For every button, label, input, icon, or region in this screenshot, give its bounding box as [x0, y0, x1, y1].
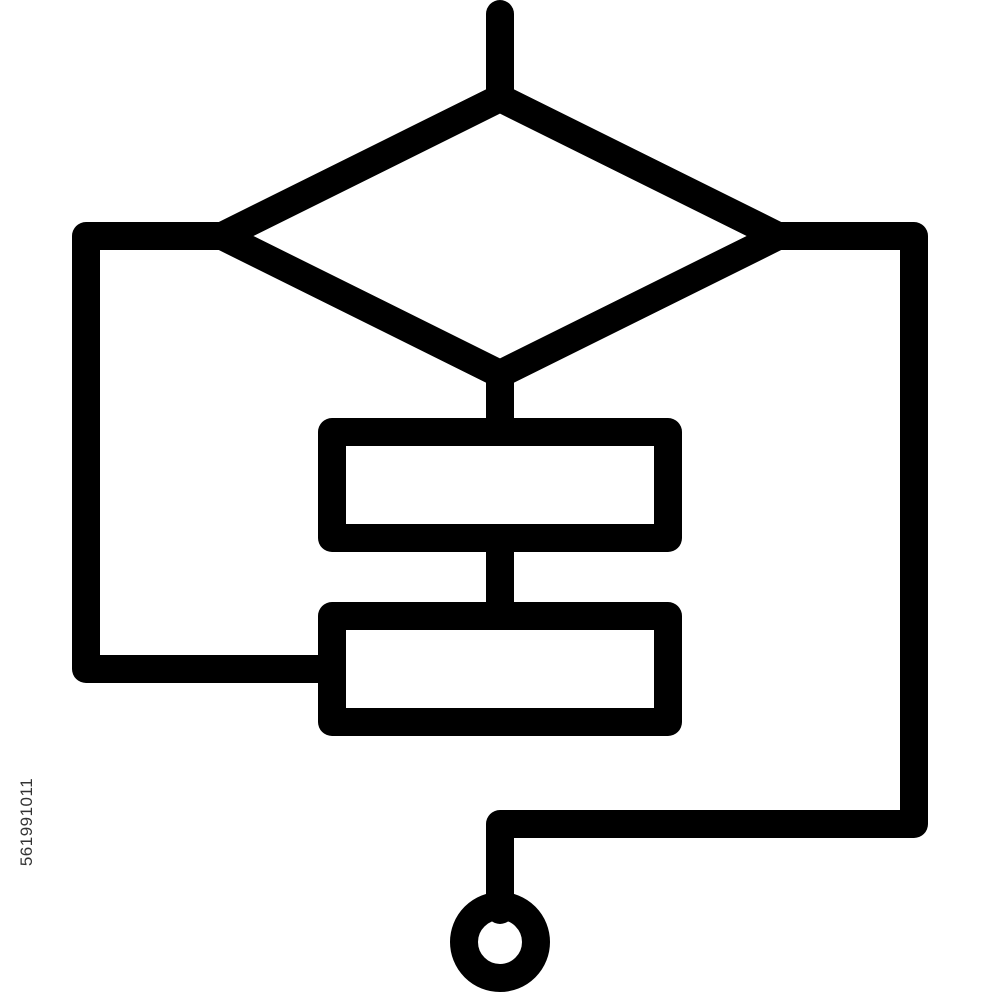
stock-id-watermark: 561991011: [14, 772, 40, 872]
process-box-top: [318, 418, 682, 552]
right-exit-path: [486, 222, 928, 924]
left-loop-path: [72, 222, 346, 683]
process-box-bottom: [318, 602, 682, 736]
stock-id-text: 561991011: [17, 777, 36, 867]
terminal-circle: [450, 892, 550, 992]
decision-diamond: [208, 84, 792, 388]
